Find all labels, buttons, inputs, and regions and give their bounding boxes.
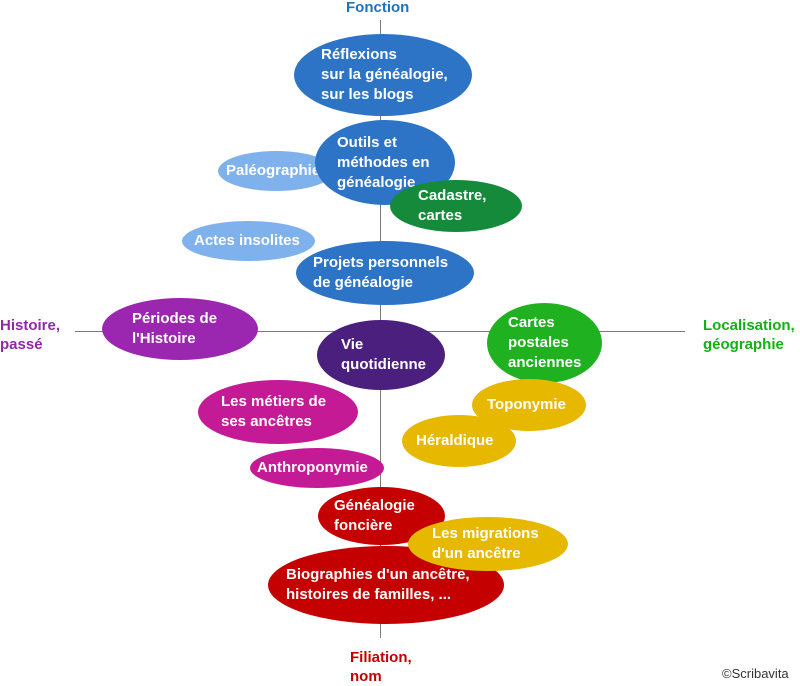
bubble-reflexions: Réflexions sur la généalogie, sur les bl… [294,34,472,116]
bubble-cartes-postales-label: Cartes postales anciennes [508,314,582,371]
bubble-projets-label: Projets personnels de généalogie [313,254,449,291]
bubble-biographies-label: Biographies d'un ancêtre, histoires de f… [286,566,470,603]
bubble-migrations-label: Les migrations d'un ancêtre [432,525,539,562]
bubble-heraldique: Héraldique [402,415,516,467]
axis-label-bottom: Filiation, nom [350,649,412,685]
bubble-heraldique-label: Héraldique [416,432,494,449]
bubble-metiers-label: Les métiers de ses ancêtres [221,393,327,430]
axis-label-left: Histoire, passé [0,317,61,353]
bubble-vie: Vie quotidienne [317,320,445,390]
bubble-paleographie: Paléographie [218,151,334,191]
bubble-vie-label: Vie quotidienne [341,336,426,373]
bubble-outils-label: Outils et méthodes en généalogie [337,133,430,191]
bubble-metiers: Les métiers de ses ancêtres [198,380,358,444]
bubble-genealogie-fonciere-label: Généalogie foncière [334,497,415,534]
bubble-paleographie-label: Paléographie [226,162,321,179]
bubble-cadastre-label: Cadastre, cartes [418,187,487,224]
bubble-cadastre: Cadastre, cartes [390,180,522,232]
bubble-migrations: Les migrations d'un ancêtre [408,517,568,571]
bubble-reflexions-label: Réflexions sur la généalogie, sur les bl… [321,46,448,103]
bubble-projets: Projets personnels de généalogie [296,241,474,305]
bubble-actes-label: Actes insolites [194,232,300,249]
bubble-periodes-label: Périodes de l'Histoire [132,310,218,347]
bubble-biographies: Biographies d'un ancêtre, histoires de f… [268,546,504,624]
bubble-anthroponymie: Anthroponymie [250,448,384,488]
bubble-toponymie-label: Toponymie [487,396,566,413]
axis-label-right: Localisation, géographie [703,317,795,353]
axis-label-top: Fonction [346,0,410,16]
copyright-credit: ©Scribavita [722,666,789,681]
bubble-periodes: Périodes de l'Histoire [102,298,258,360]
bubble-anthroponymie-label: Anthroponymie [257,459,368,476]
bubble-actes: Actes insolites [182,221,315,261]
bubble-outils: Outils et méthodes en généalogie [315,120,455,205]
bubble-cartes-postales: Cartes postales anciennes [487,303,602,383]
